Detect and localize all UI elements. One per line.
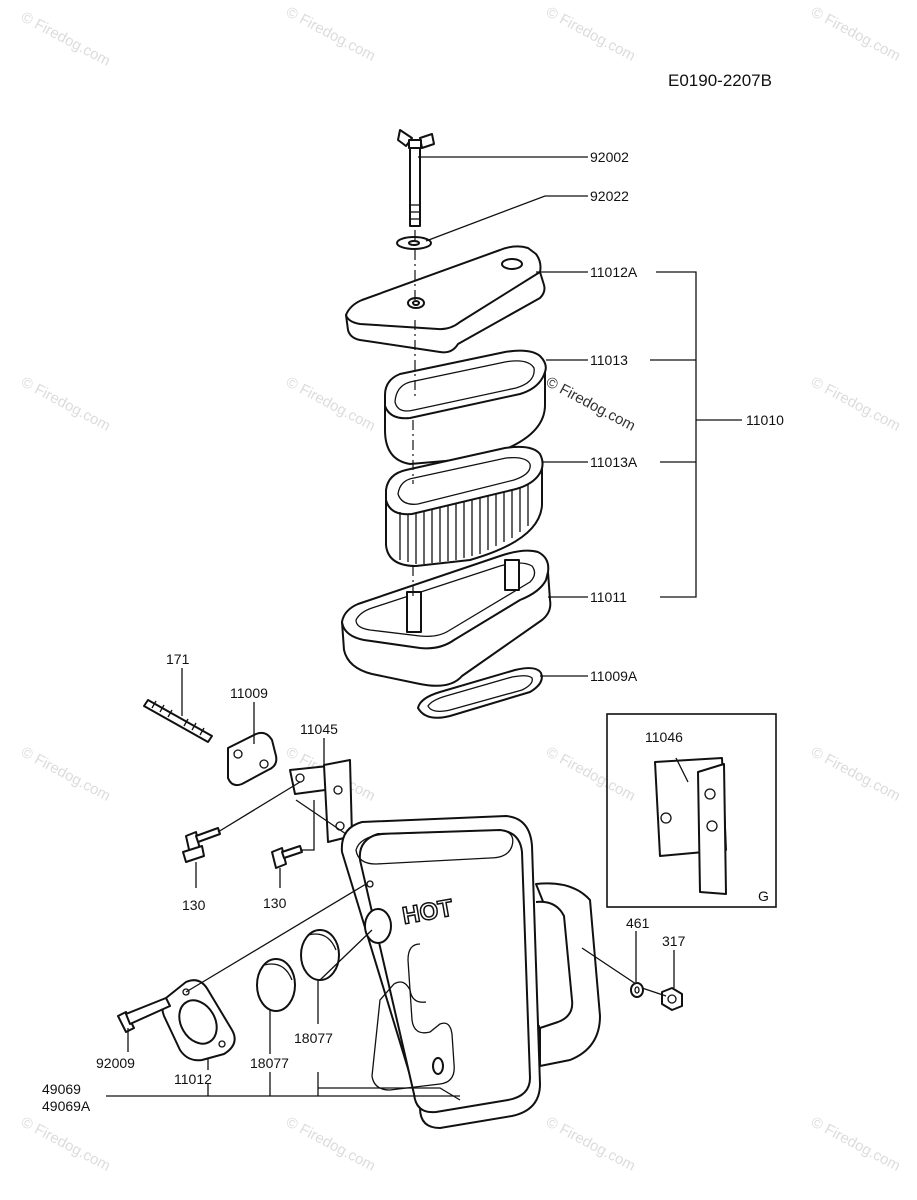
part-label-11045: 11045 (300, 721, 338, 737)
stud-bolt-part (143, 699, 213, 743)
watermark: © Firedog.com (18, 374, 113, 435)
inset-letter: G (758, 888, 769, 904)
bolt-part (182, 827, 221, 863)
part-label-49069: 49069 (42, 1081, 81, 1097)
cap-part (300, 929, 340, 981)
part-label-11013a: 11013A (590, 454, 638, 470)
watermark: © Firedog.com (18, 744, 113, 805)
wing-bolt-part (397, 129, 435, 227)
pre-filter-part (384, 349, 547, 465)
watermark: © Firedog.com (543, 1114, 638, 1175)
part-label-18077: 18077 (294, 1030, 333, 1046)
part-label-11009: 11009 (230, 685, 268, 701)
watermark: © Firedog.com (18, 9, 113, 70)
part-label-171: 171 (166, 651, 190, 667)
part-label-92002: 92002 (590, 149, 629, 165)
inset-box: G (606, 713, 777, 908)
part-label-18077: 18077 (250, 1055, 289, 1071)
nut-part (661, 987, 683, 1011)
part-label-11009a: 11009A (590, 668, 638, 684)
base-gasket-part (417, 667, 543, 719)
part-label-92022: 92022 (590, 188, 629, 204)
part-label-11010: 11010 (746, 412, 784, 428)
leader-lines (106, 156, 742, 1101)
air-cleaner-cover-part (345, 245, 546, 354)
part-label-11012a: 11012A (590, 264, 638, 280)
watermark: © Firedog.com (283, 374, 378, 435)
diagram-id: E0190-2207B (668, 71, 772, 90)
part-label-11011: 11011 (590, 589, 627, 605)
watermark-center: © Firedog.com (543, 374, 638, 435)
bracket-part (289, 759, 353, 843)
filter-element-part (385, 445, 544, 567)
part-label-130: 130 (182, 897, 206, 913)
watermark: © Firedog.com (808, 374, 903, 435)
watermark: © Firedog.com (283, 1114, 378, 1175)
air-cleaner-base-part (341, 549, 552, 687)
part-label-317: 317 (662, 933, 686, 949)
watermark: © Firedog.com (543, 744, 638, 805)
part-label-130: 130 (263, 895, 287, 911)
part-label-11046: 11046 (645, 729, 683, 745)
watermark: © Firedog.com (283, 4, 378, 65)
watermark: © Firedog.com (808, 4, 903, 65)
part-label-49069a: 49069A (42, 1098, 91, 1114)
long-bolt-part (117, 997, 171, 1033)
part-label-461: 461 (626, 915, 650, 931)
watermark: © Firedog.com (808, 744, 903, 805)
gasket-part (227, 731, 278, 787)
muffler-part: HOT (340, 815, 601, 1129)
bolt-part (271, 845, 303, 869)
washer-part (630, 982, 644, 998)
washer-part (396, 236, 432, 250)
part-label-11012: 11012 (174, 1071, 212, 1087)
part-labels: 92002 92022 11012A 11013 11010 11013A 11… (42, 149, 784, 1114)
part-label-11013: 11013 (590, 352, 628, 368)
watermark: © Firedog.com (543, 4, 638, 65)
watermark: © Firedog.com (808, 1114, 903, 1175)
watermark: © Firedog.com (18, 1114, 113, 1175)
cap-part (256, 958, 296, 1012)
part-label-92009: 92009 (96, 1055, 135, 1071)
muffler-gasket-part (161, 979, 236, 1062)
